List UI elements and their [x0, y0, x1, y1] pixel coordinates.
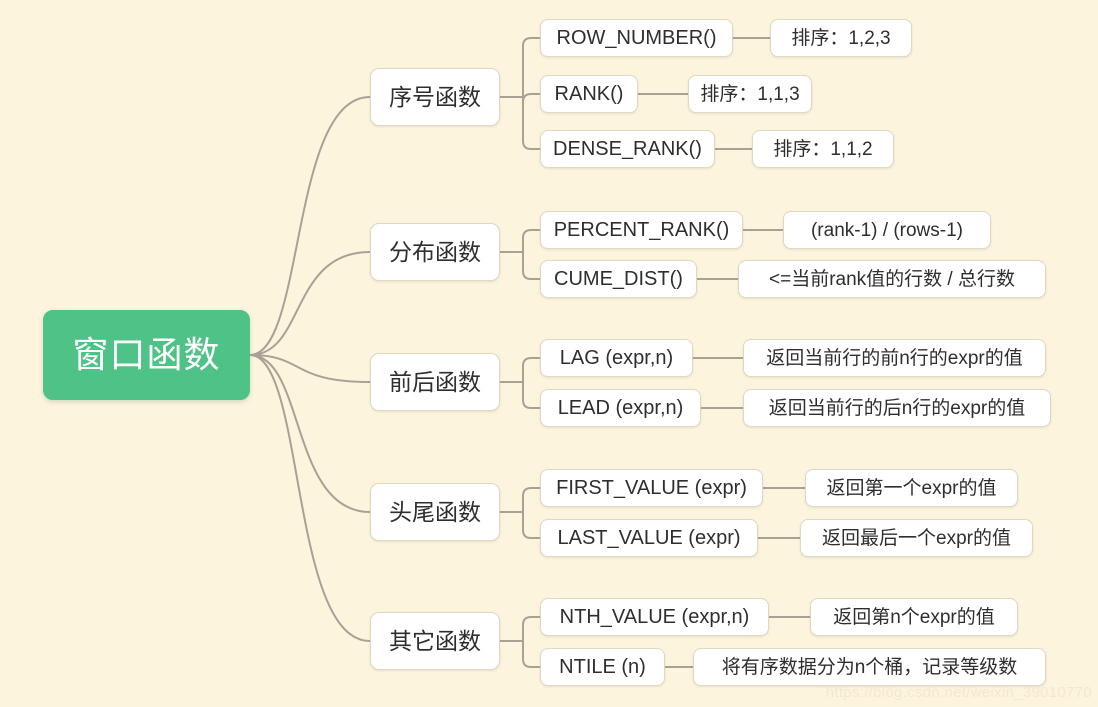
- desc-node-2-1[interactable]: 返回当前行的后n行的expr的值: [743, 389, 1051, 427]
- desc-node-4-1[interactable]: 将有序数据分为n个桶，记录等级数: [693, 648, 1046, 686]
- leaf-node-2-0[interactable]: LAG (expr,n): [540, 339, 693, 377]
- branch-node-4[interactable]: 其它函数: [370, 612, 500, 670]
- desc-node-1-1[interactable]: <=当前rank值的行数 / 总行数: [738, 260, 1046, 298]
- branch-node-0[interactable]: 序号函数: [370, 68, 500, 126]
- leaf-node-1-0[interactable]: PERCENT_RANK(): [540, 211, 743, 249]
- leaf-node-4-0[interactable]: NTH_VALUE (expr,n): [540, 598, 769, 636]
- leaf-node-1-1[interactable]: CUME_DIST(): [540, 260, 697, 298]
- leaf-node-0-0[interactable]: ROW_NUMBER(): [540, 19, 733, 57]
- branch-node-2[interactable]: 前后函数: [370, 353, 500, 411]
- leaf-node-4-1[interactable]: NTILE (n): [540, 648, 665, 686]
- branch-node-1[interactable]: 分布函数: [370, 223, 500, 281]
- desc-node-4-0[interactable]: 返回第n个expr的值: [810, 598, 1018, 636]
- desc-node-0-0[interactable]: 排序：1,2,3: [770, 19, 912, 57]
- branch-node-3[interactable]: 头尾函数: [370, 483, 500, 541]
- desc-node-3-0[interactable]: 返回第一个expr的值: [805, 469, 1018, 507]
- leaf-node-3-1[interactable]: LAST_VALUE (expr): [540, 519, 758, 557]
- desc-node-1-0[interactable]: (rank-1) / (rows-1): [783, 211, 991, 249]
- watermark-text: https://blog.csdn.net/weixin_39010770: [825, 684, 1092, 701]
- desc-node-3-1[interactable]: 返回最后一个expr的值: [800, 519, 1033, 557]
- root-node[interactable]: 窗口函数: [43, 310, 250, 400]
- leaf-node-0-2[interactable]: DENSE_RANK(): [540, 130, 715, 168]
- desc-node-2-0[interactable]: 返回当前行的前n行的expr的值: [743, 339, 1046, 377]
- leaf-node-3-0[interactable]: FIRST_VALUE (expr): [540, 469, 763, 507]
- desc-node-0-2[interactable]: 排序：1,1,2: [752, 130, 894, 168]
- desc-node-0-1[interactable]: 排序：1,1,3: [688, 75, 812, 113]
- leaf-node-2-1[interactable]: LEAD (expr,n): [540, 389, 701, 427]
- leaf-node-0-1[interactable]: RANK(): [540, 75, 638, 113]
